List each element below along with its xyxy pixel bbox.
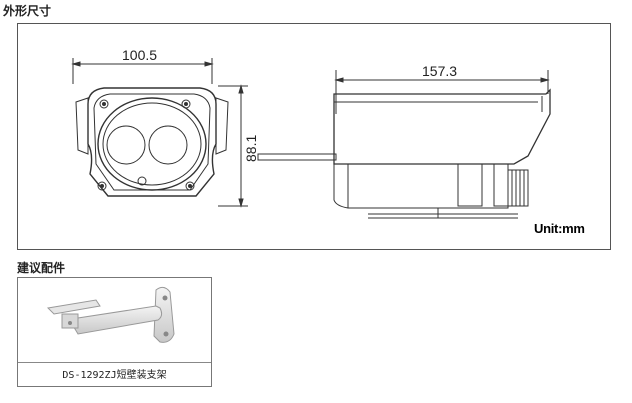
dimension-drawing-panel: 100.5 88.1 (17, 23, 611, 250)
accessory-divider (18, 362, 211, 363)
front-width-value: 100.5 (122, 47, 157, 63)
section-title-dimensions: 外形尺寸 (3, 4, 52, 18)
front-view (71, 58, 248, 208)
accessory-card: DS-1292ZJ短壁装支架 (17, 277, 212, 387)
unit-label: Unit:mm (534, 221, 585, 236)
accessory-caption: DS-1292ZJ短壁装支架 (62, 370, 167, 381)
side-length-value: 157.3 (422, 63, 457, 79)
front-height-value: 88.1 (243, 135, 259, 162)
side-view (257, 70, 551, 219)
wall-bracket-image (46, 286, 175, 343)
section-title-accessories: 建议配件 (17, 261, 66, 275)
dimension-drawing: 100.5 88.1 (71, 47, 551, 219)
